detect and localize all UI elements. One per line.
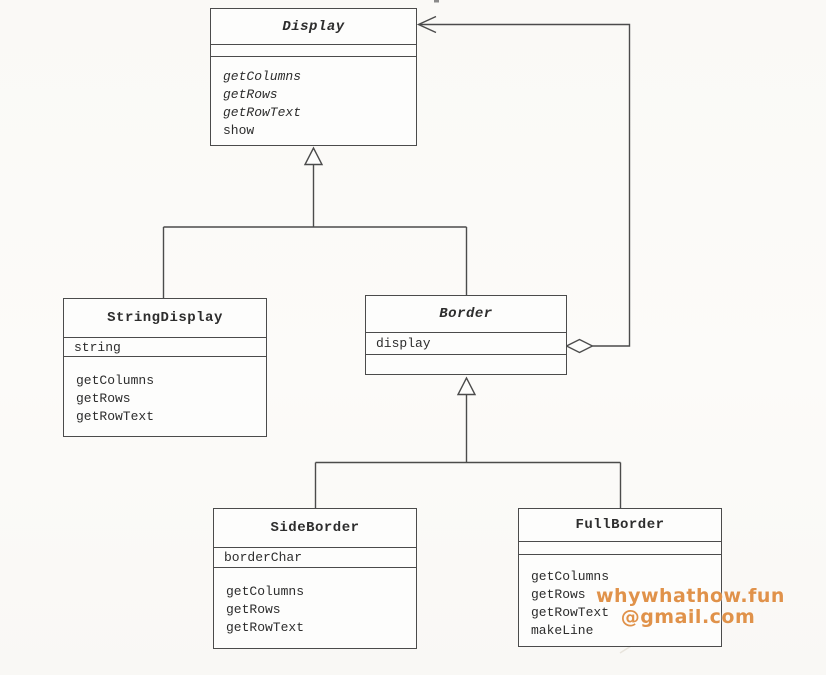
class-title: SideBorder (214, 509, 416, 548)
methods-section (366, 355, 566, 374)
method-name: getRows (76, 391, 131, 406)
method-name: getRowText (226, 620, 305, 635)
method-name: makeLine (531, 623, 594, 638)
methods-section: getColumns getRows getRowText (64, 357, 266, 436)
class-title: Display (211, 9, 416, 45)
methods-section: getColumns getRows getRowText show (211, 57, 416, 145)
class-box-sideborder: SideBorder borderChar getColumns getRows… (213, 508, 417, 649)
class-title: StringDisplay (64, 299, 266, 338)
methods-section: getColumns getRows getRowText makeLine (519, 555, 721, 646)
aggregation-diamond-icon (565, 338, 594, 354)
class-box-stringdisplay: StringDisplay string getColumns getRows … (63, 298, 267, 437)
scan-speck-artifact (434, 0, 439, 3)
attributes-section (519, 542, 721, 555)
class-title: Border (366, 296, 566, 333)
generalization-lines-to-border (314, 394, 622, 508)
aggregation-line-border-to-display (419, 23, 631, 347)
class-box-display: Display getColumns getRows getRowText sh… (210, 8, 417, 146)
attribute-name: borderChar (224, 550, 303, 565)
methods-section: getColumns getRows getRowText (214, 568, 416, 648)
method-name: getRowText (223, 105, 302, 120)
open-arrow-icon (416, 15, 437, 34)
inheritance-triangle-icon (456, 376, 477, 396)
inheritance-triangle-icon (303, 146, 324, 166)
generalization-lines-to-display (162, 164, 468, 298)
class-box-fullborder: FullBorder getColumns getRows getRowText… (518, 508, 722, 647)
method-name: getColumns (226, 584, 305, 599)
method-name: getColumns (223, 69, 302, 84)
attributes-section: display (366, 333, 566, 355)
method-name: getRowText (531, 605, 610, 620)
attributes-section: string (64, 338, 266, 357)
attribute-name: string (74, 339, 121, 355)
class-title: FullBorder (519, 509, 721, 542)
attribute-name: display (376, 336, 431, 351)
method-name: getRowText (76, 409, 155, 424)
method-name: getColumns (531, 569, 610, 584)
attributes-section (211, 45, 416, 57)
method-name: getRows (531, 587, 586, 602)
attributes-section: borderChar (214, 548, 416, 568)
class-box-border: Border display (365, 295, 567, 375)
method-name: getRows (226, 602, 281, 617)
method-name: getColumns (76, 373, 155, 388)
method-name: show (223, 123, 255, 138)
method-name: getRows (223, 87, 278, 102)
